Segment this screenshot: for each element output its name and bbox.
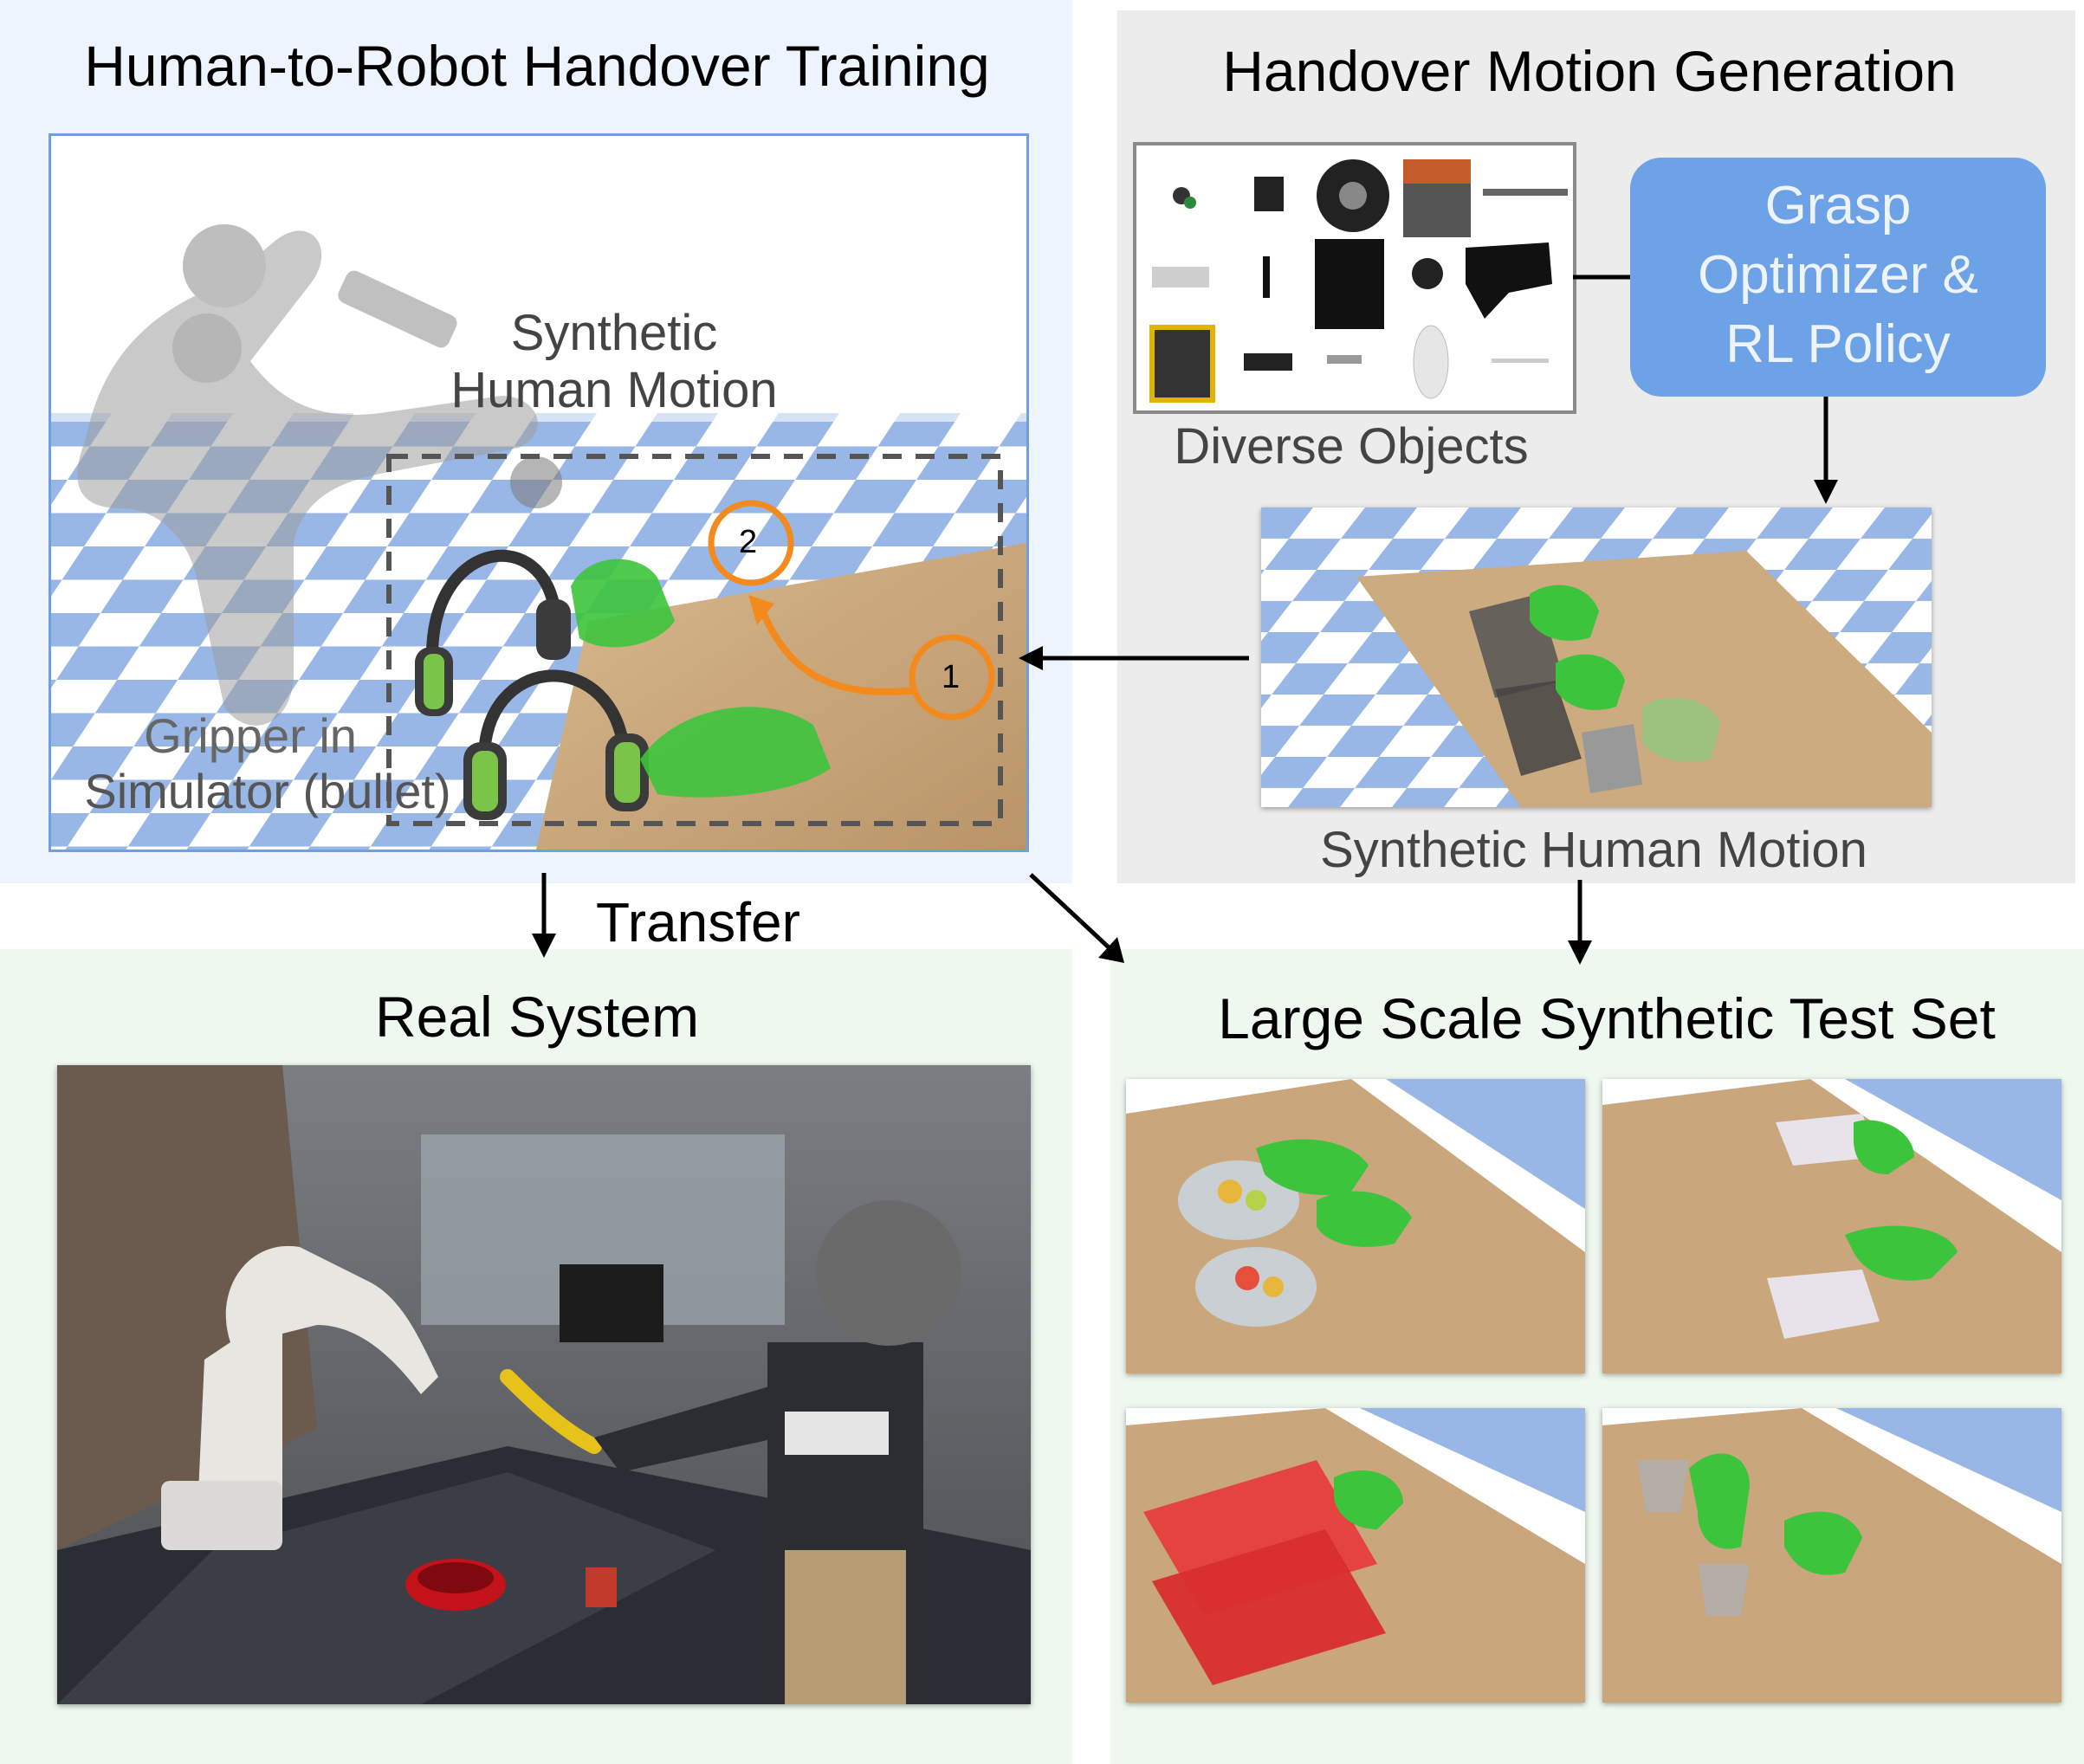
object-tablet (1315, 239, 1384, 329)
monitor (560, 1264, 663, 1342)
synthetic-motion-box (386, 454, 1003, 826)
testset-scene-trophies (1602, 1408, 2061, 1703)
object-stick (1263, 256, 1270, 298)
motion-hand-1 (1530, 585, 1599, 641)
step-1-circle (909, 634, 995, 720)
policy-box: Grasp Optimizer & RL Policy (1630, 158, 2046, 397)
synthetic-motion-render (1261, 507, 1932, 807)
headphones-lower (463, 669, 649, 820)
testset-image-2 (1602, 1079, 2061, 1373)
object-tool (1327, 355, 1362, 364)
red-book-2 (1152, 1529, 1386, 1685)
fruit-bowl-2 (1195, 1247, 1317, 1327)
real-system-title: Real System (374, 985, 700, 1049)
object-pad (1152, 267, 1209, 288)
object-mouse-white (1413, 325, 1449, 399)
step-1-number: 1 (942, 659, 961, 695)
trophy-2 (1698, 1564, 1750, 1616)
objects-caption: Diverse Objects (1174, 418, 1529, 475)
simulator-render (51, 224, 1026, 850)
arrow-policy-to-motion (1814, 397, 1838, 504)
banana (500, 1369, 602, 1454)
test-hand-3 (1334, 1470, 1403, 1529)
test-hand-2b (1845, 1225, 1958, 1281)
test-hand-2a (1854, 1120, 1914, 1174)
tablet-3 (1582, 724, 1642, 793)
book-bottom (1767, 1270, 1880, 1339)
motion-hand-2 (1556, 654, 1625, 710)
object-case (1149, 325, 1215, 403)
arrow-motion-to-testset (1568, 880, 1592, 965)
test-hand-4a (1689, 1453, 1750, 1549)
headphones-upper (415, 549, 571, 716)
motion-arc (758, 606, 918, 695)
synthetic-label-line2: Human Motion (450, 362, 778, 418)
fruit-bowl-1 (1178, 1160, 1299, 1240)
testset-scene-fruit-bowls (1126, 1079, 1585, 1373)
test-hand-1a (1256, 1139, 1369, 1195)
real-robot-arm (196, 1245, 438, 1550)
motion-caption: Synthetic Human Motion (1320, 822, 1867, 878)
objects-grid (1133, 142, 1576, 414)
object-box (1254, 177, 1284, 211)
testset-scene-books (1602, 1079, 2061, 1373)
step-2-circle (708, 500, 794, 586)
synthetic-label-line1: Synthetic (510, 305, 718, 361)
hand-lower (640, 707, 831, 798)
testset-image-4 (1602, 1408, 2061, 1703)
simulator-scene: 2 1 Synthetic Human Motion Gripper in Si… (49, 133, 1029, 852)
object-card (1244, 353, 1292, 371)
testset-scene-red-books (1126, 1408, 1585, 1703)
gripper-label-line2: Simulator (bullet) (84, 764, 451, 818)
testset-image-1 (1126, 1079, 1585, 1373)
object-mouse-dark (1412, 258, 1443, 289)
red-block (586, 1567, 617, 1607)
tracker-device (785, 1412, 889, 1455)
step-2-number: 2 (739, 524, 758, 560)
human-arm (594, 1377, 819, 1472)
generation-panel-title: Handover Motion Generation (1222, 39, 1957, 103)
real-system-image (57, 1065, 1031, 1704)
policy-box-line1: Grasp (1764, 176, 1912, 236)
arrow-transfer-down (532, 873, 556, 958)
object-ruler (1483, 189, 1568, 196)
policy-box-line2: Optimizer & (1698, 245, 1978, 305)
face-blur (816, 1200, 961, 1346)
object-headset (1466, 242, 1552, 319)
objects-render (1149, 159, 1568, 403)
gripper-label-line1: Gripper in (144, 708, 357, 763)
real-system-photo (57, 1065, 1031, 1704)
trophy-1 (1637, 1460, 1689, 1512)
test-hand-4b (1784, 1511, 1862, 1575)
tablet-2 (1495, 681, 1582, 776)
test-hand-1b (1317, 1191, 1412, 1247)
testset-title: Large Scale Synthetic Test Set (1218, 986, 1996, 1050)
policy-box-line3: RL Policy (1725, 314, 1951, 374)
motion-hand-3 (1642, 697, 1720, 762)
transfer-label: Transfer (596, 891, 800, 953)
arrow-motion-to-training (1019, 646, 1249, 670)
hand-upper (571, 559, 675, 648)
synthetic-motion-image (1261, 507, 1932, 807)
robot-arm-ghost (77, 224, 562, 726)
arrow-training-to-testset (1029, 873, 1124, 963)
object-pen (1492, 359, 1549, 363)
training-panel-title: Human-to-Robot Handover Training (84, 34, 990, 98)
testset-image-3 (1126, 1408, 1585, 1703)
